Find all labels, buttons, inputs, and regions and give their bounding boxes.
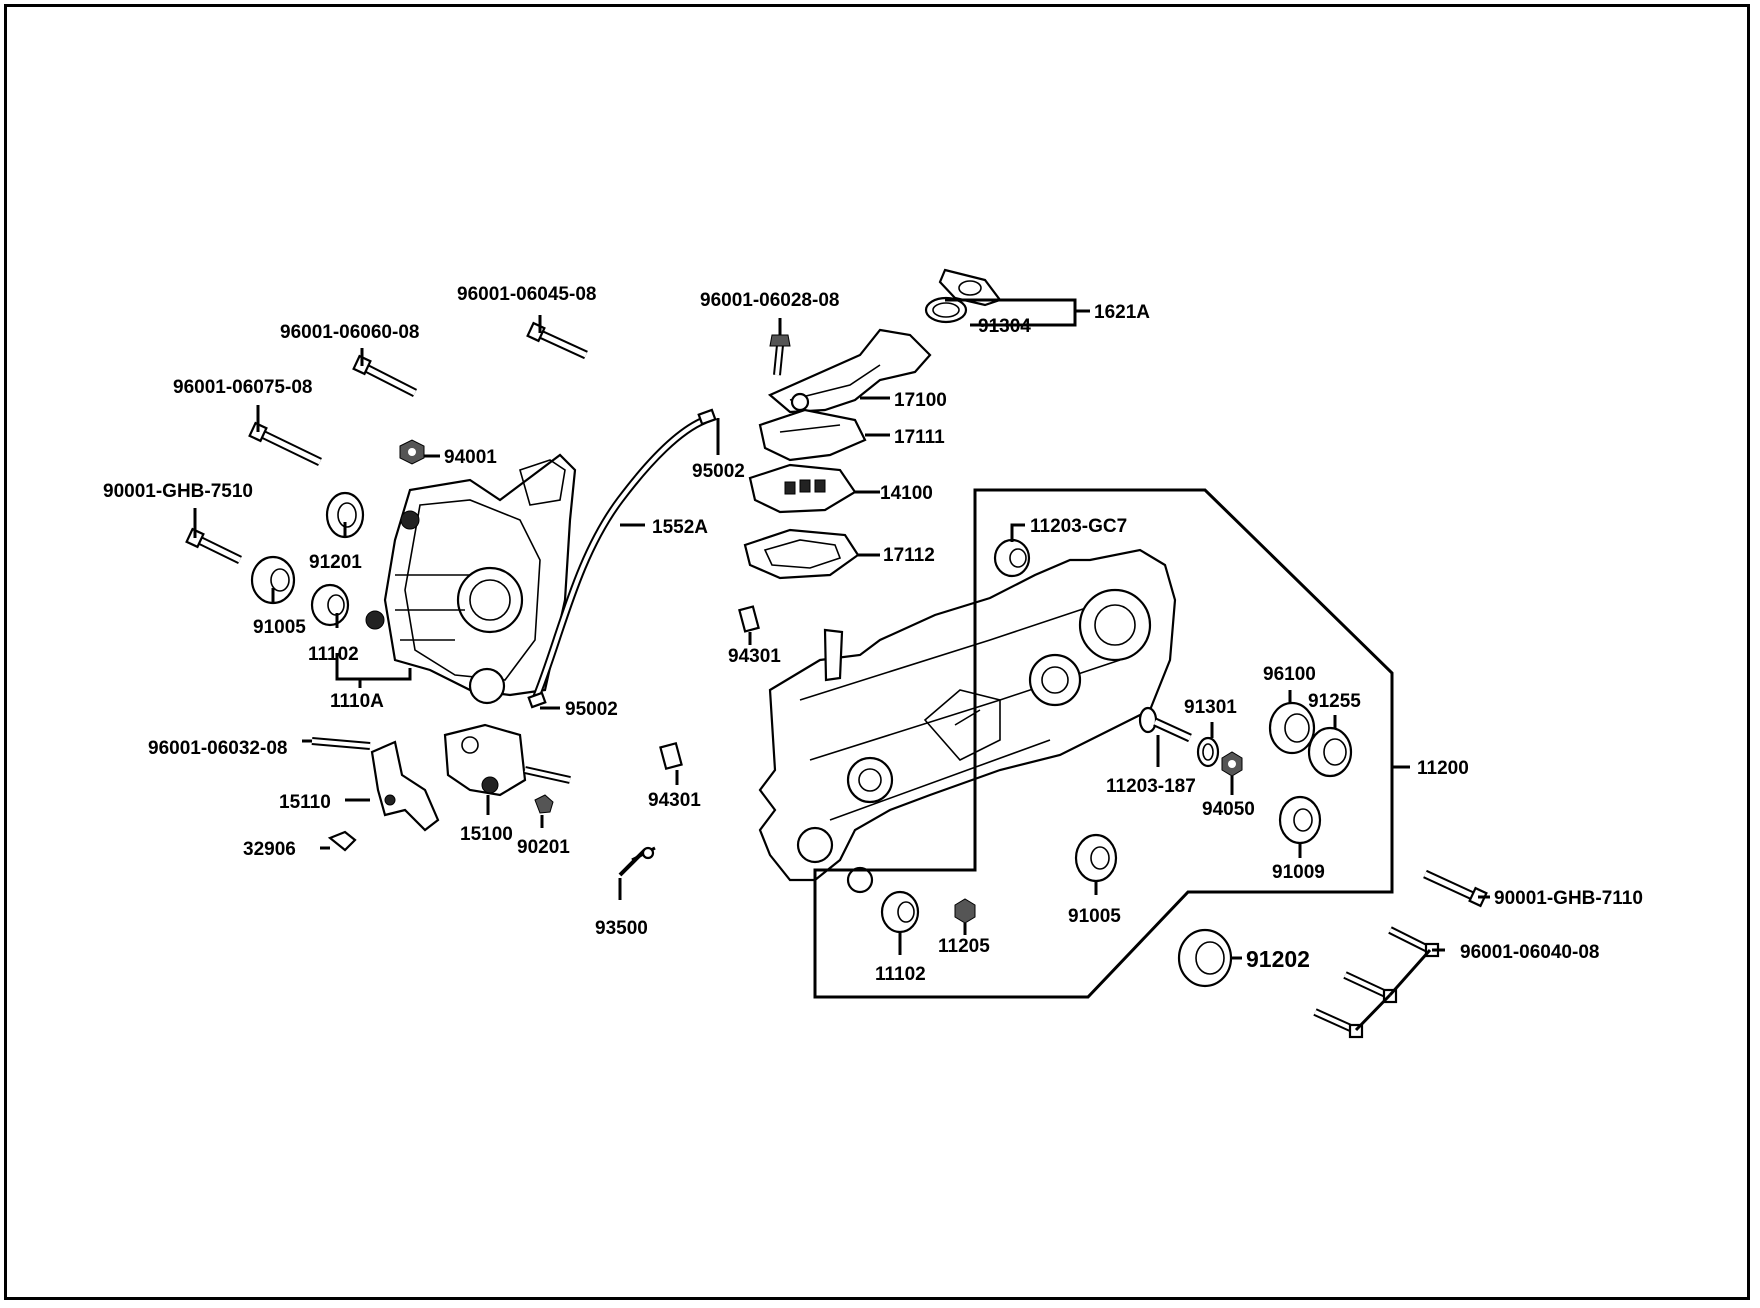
label-96001-06060-08: 96001-06060-08	[280, 322, 419, 343]
label-15100: 15100	[460, 824, 513, 845]
clip-32906	[327, 830, 357, 852]
label-96001-06028-08: 96001-06028-08	[700, 290, 839, 311]
screw-93500	[618, 846, 656, 877]
intake-manifold-17100	[767, 328, 932, 414]
label-91255: 91255	[1308, 691, 1361, 712]
label-91201: 91201	[309, 552, 362, 573]
o-ring-91301	[1196, 736, 1220, 768]
oil-hose-1552A	[527, 408, 717, 709]
right-crankcase-11200	[758, 548, 1177, 894]
label-90001-GHB-7110: 90001-GHB-7110	[1494, 888, 1643, 909]
label-95002-bottom: 95002	[565, 699, 618, 720]
label-95002-top: 95002	[692, 461, 745, 482]
label-91005-right: 91005	[1068, 906, 1121, 927]
bearing-91009	[1278, 795, 1322, 845]
collar-94301-top	[738, 605, 760, 633]
bolts-96001-06040-08	[1313, 926, 1440, 1039]
bushing-11203-GC7	[993, 538, 1031, 578]
dowel-11102-left	[310, 583, 350, 627]
label-94301-bottom: 94301	[648, 790, 701, 811]
label-94050: 94050	[1202, 799, 1255, 820]
diagram-frame	[4, 4, 1750, 1300]
bolt-96001-06060-08	[352, 354, 418, 398]
label-94001: 94001	[444, 447, 497, 468]
label-91301: 91301	[1184, 697, 1237, 718]
dowel-11102-right	[880, 890, 920, 934]
label-90001-GHB-7510: 90001-GHB-7510	[103, 481, 253, 502]
label-96001-06032-08: 96001-06032-08	[148, 738, 287, 759]
reed-valve-14100	[748, 463, 857, 514]
nut-94001	[399, 439, 425, 465]
bolt-96001-06028-08	[769, 334, 791, 376]
label-17112: 17112	[883, 545, 935, 566]
label-96001-06075-08: 96001-06075-08	[173, 377, 312, 398]
label-11203-GC7: 11203-GC7	[1030, 516, 1127, 537]
label-17111: 17111	[894, 427, 945, 448]
leader-lines	[193, 298, 1490, 1032]
bearing-91005-left	[250, 555, 296, 605]
label-96001-06045-08: 96001-06045-08	[457, 284, 596, 305]
label-96001-06040-08: 96001-06040-08	[1460, 942, 1599, 963]
nut-11205	[954, 898, 976, 924]
label-91202: 91202	[1246, 946, 1310, 972]
bolt-11203-187	[1138, 706, 1192, 743]
washer-90201	[534, 794, 554, 814]
assembly-outline-11200	[813, 488, 1394, 999]
gasket-17112	[743, 528, 860, 580]
label-32906: 32906	[243, 839, 296, 860]
bolt-96001-06032-08	[311, 737, 371, 750]
bearing-91255	[1307, 726, 1353, 778]
bolt-96001-06075-08	[248, 421, 322, 467]
label-91304: 91304	[978, 316, 1031, 337]
gasket-17111	[758, 408, 867, 462]
label-14100: 14100	[880, 483, 933, 504]
label-11102-left: 11102	[308, 644, 359, 665]
label-93500: 93500	[595, 918, 648, 939]
label-17100: 17100	[894, 390, 947, 411]
label-96100: 96100	[1263, 664, 1316, 685]
label-11200: 11200	[1417, 758, 1469, 779]
left-crankcase-cover	[365, 453, 577, 705]
insulator-1621A	[924, 268, 1002, 324]
part-labels: 96001-06045-08 96001-06060-08 96001-0607…	[103, 284, 1643, 985]
label-94301-top: 94301	[728, 646, 781, 667]
bracket-15110	[370, 740, 440, 832]
oil-pump-15100	[443, 723, 571, 797]
label-1110A: 1110A	[330, 691, 384, 712]
nut-94050	[1221, 751, 1243, 777]
label-91005-left: 91005	[253, 617, 306, 638]
label-90201: 90201	[517, 837, 570, 858]
bolt-90001-GHB-7110	[1423, 869, 1488, 908]
label-11203-187: 11203-187	[1106, 776, 1196, 797]
label-1621A: 1621A	[1094, 302, 1150, 323]
bearing-96100	[1268, 701, 1316, 755]
collar-94301-bottom	[659, 741, 683, 771]
label-11205: 11205	[938, 936, 990, 957]
label-91009: 91009	[1272, 862, 1325, 883]
label-11102-right: 11102	[875, 964, 926, 985]
seal-91202	[1177, 928, 1233, 988]
label-1552A: 1552A	[652, 517, 708, 538]
bolt-96001-06045-08	[526, 321, 588, 360]
label-15110: 15110	[279, 792, 331, 813]
bearing-91005-right	[1074, 833, 1118, 883]
